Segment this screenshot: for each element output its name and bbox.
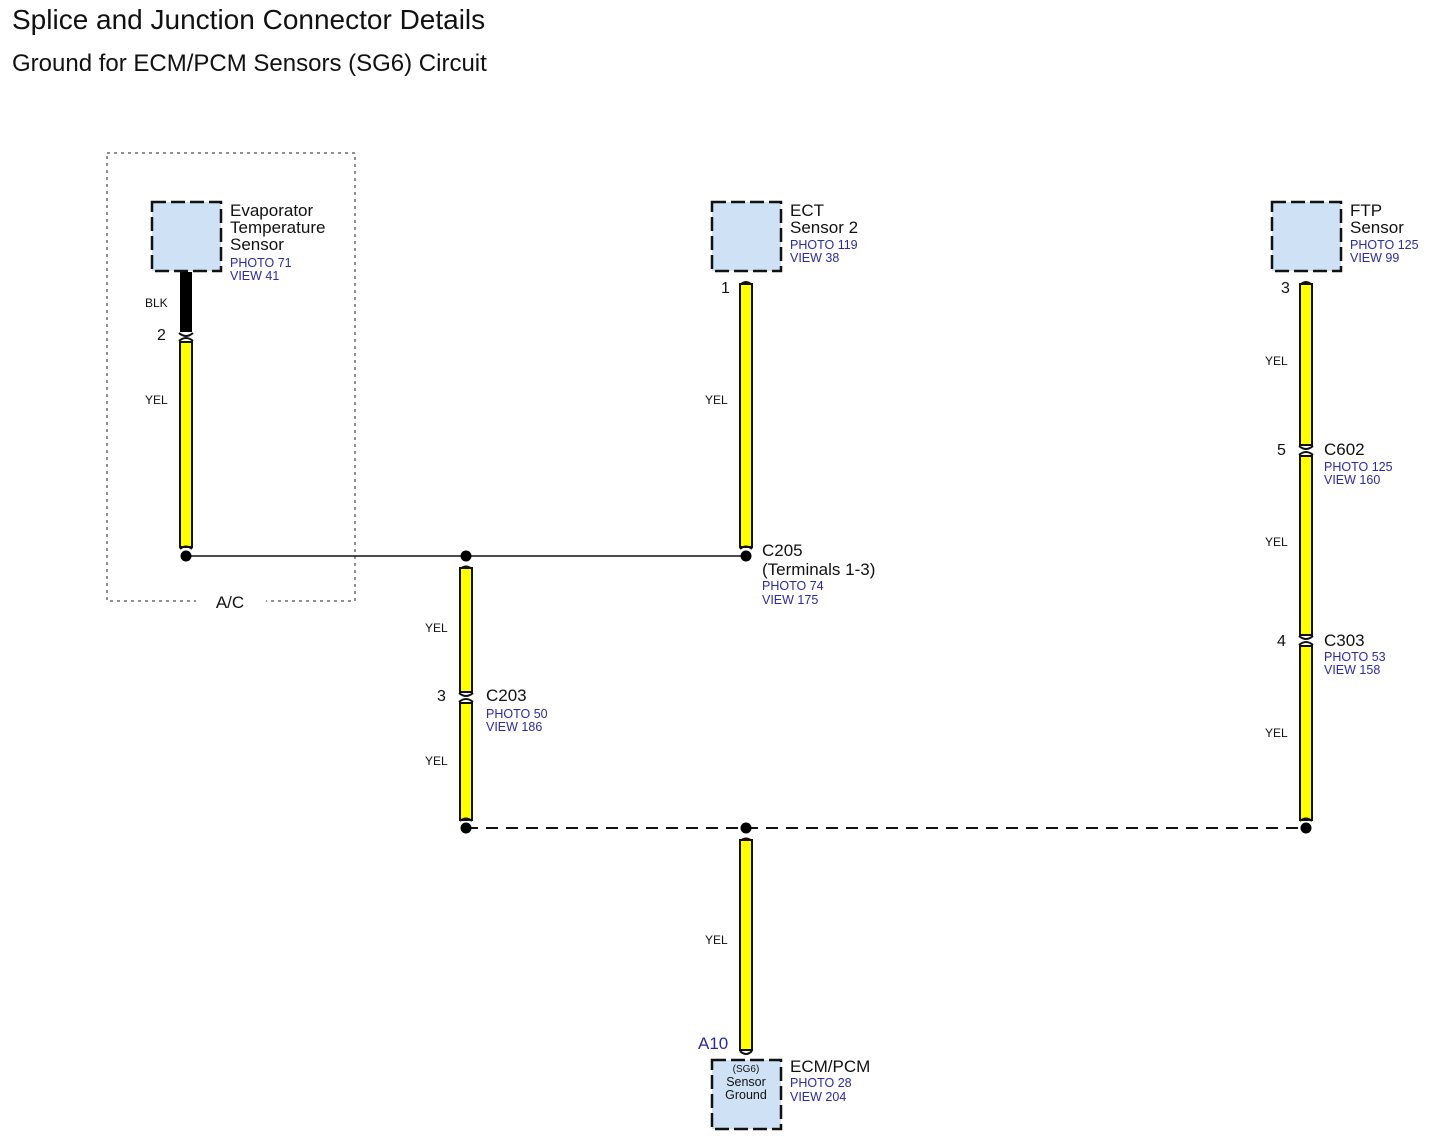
ect-view-ref[interactable]: VIEW 38: [790, 251, 839, 265]
c203-photo-ref[interactable]: PHOTO 50: [486, 707, 548, 721]
c205-name: C205: [762, 541, 803, 560]
c602-pin-number: 5: [1277, 442, 1286, 459]
evap-black-wire: [180, 272, 192, 332]
ecm-yellow-wire: [739, 839, 753, 1051]
ecm-name: ECM/PCM: [790, 1057, 870, 1076]
c303-pin-number: 4: [1277, 633, 1286, 650]
evap-yellow-wire: [179, 341, 193, 548]
evap-black-wire-label: BLK: [145, 296, 168, 310]
ftp-name-line-2: Sensor: [1350, 218, 1404, 237]
ftp-pin-number: 3: [1281, 280, 1290, 297]
c203-lower-wire-label: YEL: [425, 754, 448, 768]
c602-connector-break: [1298, 445, 1314, 456]
ect-yellow-wire-label: YEL: [705, 393, 728, 407]
evap-name-line-1: Evaporator: [230, 201, 313, 220]
c203-connector[interactable]: C203 PHOTO 50 VIEW 186: [486, 686, 548, 734]
c602-photo-ref[interactable]: PHOTO 125: [1324, 460, 1393, 474]
ecm-inner-line-1: (SG6): [733, 1064, 760, 1075]
c203-connector-break: [458, 692, 474, 703]
ftp-middle-wire: [1299, 455, 1313, 636]
evap-name-line-3: Sensor: [230, 235, 284, 254]
ect-yellow-wire: [739, 283, 753, 548]
evap-yellow-wire-label: YEL: [145, 393, 168, 407]
ftp-view-ref[interactable]: VIEW 99: [1350, 251, 1399, 265]
c203-upper-wire: [459, 567, 473, 693]
ect-name-line-2: Sensor 2: [790, 218, 858, 237]
ect-name-line-1: ECT: [790, 201, 824, 220]
ecm-yellow-wire-label: YEL: [705, 933, 728, 947]
c203-name: C203: [486, 686, 527, 705]
c203-view-ref[interactable]: VIEW 186: [486, 720, 542, 734]
ect-pin-number: 1: [721, 280, 730, 297]
ftp-sensor[interactable]: FTP Sensor PHOTO 125 VIEW 99: [1270, 200, 1419, 273]
c602-view-ref[interactable]: VIEW 160: [1324, 473, 1380, 487]
c303-name: C303: [1324, 631, 1365, 650]
ecm-inner-line-2: Sensor: [726, 1075, 766, 1089]
c205-center-dot: [460, 550, 472, 562]
bus-right-dot: [1300, 822, 1312, 834]
c303-photo-ref[interactable]: PHOTO 53: [1324, 650, 1386, 664]
c205-view-ref[interactable]: VIEW 175: [762, 593, 818, 607]
ftp-upper-wire-label: YEL: [1265, 354, 1288, 368]
evap-connector-break: [178, 332, 194, 342]
c205-photo-ref[interactable]: PHOTO 74: [762, 579, 824, 593]
ftp-photo-ref[interactable]: PHOTO 125: [1350, 238, 1419, 252]
evaporator-temperature-sensor[interactable]: Evaporator Temperature Sensor PHOTO 71 V…: [150, 200, 325, 283]
ect-sensor-2[interactable]: ECT Sensor 2 PHOTO 119 VIEW 38: [710, 200, 858, 273]
ftp-lower-wire-label: YEL: [1265, 726, 1288, 740]
bus-center-dot: [740, 822, 752, 834]
c602-connector[interactable]: C602 PHOTO 125 VIEW 160: [1324, 440, 1393, 487]
page-title: Splice and Junction Connector Details: [12, 4, 486, 35]
ac-group: A/C: [106, 152, 356, 612]
c303-connector-break: [1298, 635, 1314, 646]
ecm-pin-a10: A10: [698, 1034, 728, 1053]
c602-name: C602: [1324, 440, 1365, 459]
ac-group-label: A/C: [216, 593, 244, 612]
ftp-lower-wire: [1299, 645, 1313, 821]
ecm-pcm[interactable]: (SG6) Sensor Ground ECM/PCM PHOTO 28 VIE…: [710, 1057, 870, 1131]
c205-note: (Terminals 1-3): [762, 560, 875, 579]
evap-photo-ref[interactable]: PHOTO 71: [230, 256, 292, 270]
ftp-middle-wire-label: YEL: [1265, 535, 1288, 549]
ecm-inner-line-3: Ground: [725, 1088, 767, 1102]
ect-photo-ref[interactable]: PHOTO 119: [790, 238, 858, 252]
c303-connector[interactable]: C303 PHOTO 53 VIEW 158: [1324, 631, 1386, 677]
bus-left-dot: [460, 822, 472, 834]
ecm-view-ref[interactable]: VIEW 204: [790, 1090, 846, 1104]
page-subtitle: Ground for ECM/PCM Sensors (SG6) Circuit: [12, 50, 487, 77]
c203-upper-wire-label: YEL: [425, 621, 448, 635]
c303-view-ref[interactable]: VIEW 158: [1324, 663, 1380, 677]
c203-lower-wire: [459, 702, 473, 821]
ect-splice-dot: [740, 550, 752, 562]
ecm-photo-ref[interactable]: PHOTO 28: [790, 1076, 852, 1090]
evap-name-line-2: Temperature: [230, 218, 325, 237]
ftp-name-line-1: FTP: [1350, 201, 1382, 220]
evap-pin-number: 2: [157, 327, 166, 344]
evap-view-ref[interactable]: VIEW 41: [230, 269, 279, 283]
ftp-upper-wire: [1299, 283, 1313, 446]
c203-pin-number: 3: [437, 688, 446, 705]
evap-splice-dot: [180, 550, 192, 562]
c205-connector[interactable]: C205 (Terminals 1-3) PHOTO 74 VIEW 175: [762, 541, 875, 607]
